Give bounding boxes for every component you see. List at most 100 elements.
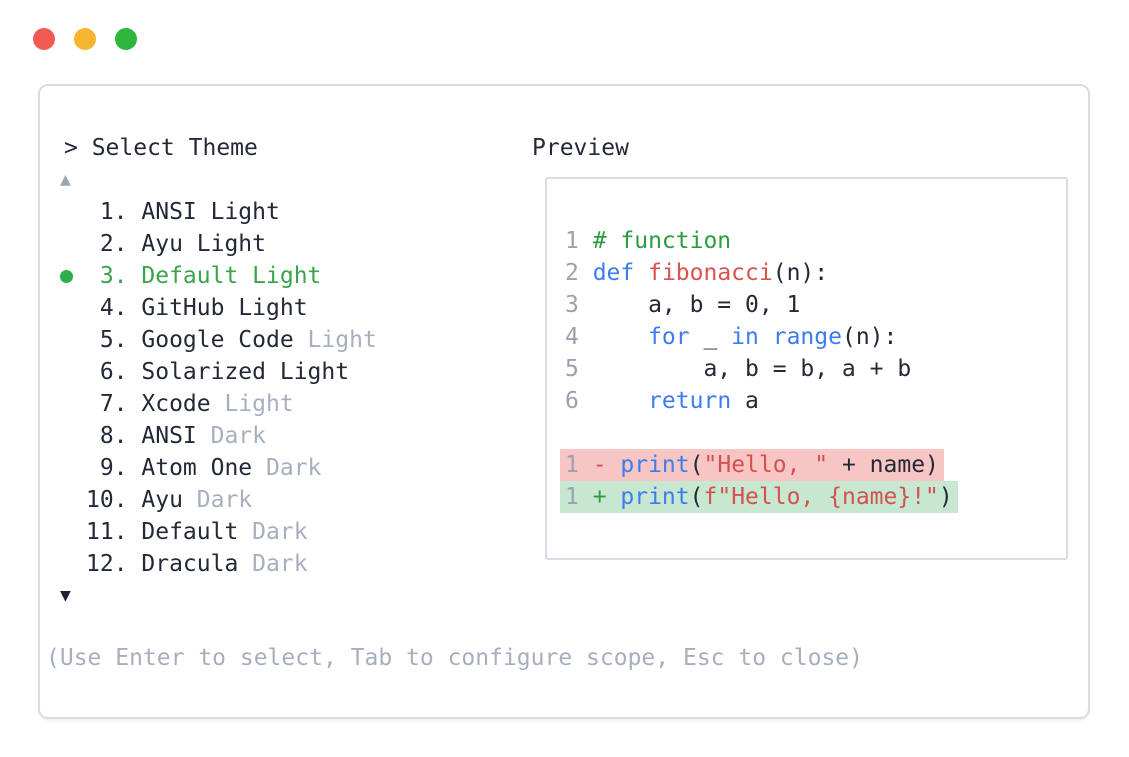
theme-item-label: ANSI Dark [141, 420, 266, 452]
code-line: 5 a, b = b, a + b [565, 353, 1066, 385]
theme-variant: Dark [238, 551, 308, 577]
code-token-plain: ) [938, 484, 953, 510]
code-line-number: 3 [565, 292, 593, 318]
code-token-plain: a, b = b, a + b [592, 356, 912, 382]
theme-list-item[interactable]: 4.GitHub Light [40, 292, 532, 324]
code-token-keyword: range [772, 324, 842, 350]
scroll-up-indicator-icon[interactable]: ▲ [60, 169, 71, 190]
theme-list-item[interactable]: 11. Default Dark [40, 516, 532, 548]
code-token-plain: a [731, 388, 759, 414]
code-token-string: "Hello, " [703, 452, 829, 478]
theme-item-number: 5. [99, 327, 128, 353]
theme-list-item[interactable]: 7.Xcode Light [40, 388, 532, 420]
code-token-plain: + name) [828, 452, 939, 478]
theme-list-item[interactable]: 1. ANSI Light [40, 196, 532, 228]
diff-highlight-removed: 1 - print("Hello, " + name) [560, 449, 944, 481]
code-token-plain [593, 324, 648, 350]
theme-list-column: > Select Theme ▲ 1. ANSI Light 2. Ayu Light… [40, 132, 863, 674]
code-token-plain [759, 324, 773, 350]
zoom-button[interactable] [115, 28, 137, 50]
scroll-down-row: ▼ [40, 580, 532, 612]
scroll-down-indicator-icon[interactable]: ▼ [60, 585, 71, 606]
theme-variant: Dark [196, 423, 267, 449]
selection-marker [60, 196, 86, 228]
theme-name: ANSI [141, 423, 197, 449]
code-token-plain: _ [689, 324, 732, 350]
theme-name: GitHub [141, 295, 225, 321]
theme-list-item[interactable]: 12. Dracula Dark [40, 548, 532, 580]
code-line-number: 4 [565, 324, 593, 350]
code-line-number: 6 [565, 388, 593, 414]
theme-variant: Light [238, 263, 322, 289]
diff-highlight-added: 1 + print(f"Hello, {name}!") [560, 481, 958, 513]
selection-marker [60, 292, 86, 324]
select-theme-prompt: > Select Theme [64, 135, 258, 161]
theme-name: Default [141, 263, 239, 289]
code-token-keyword: for [648, 324, 690, 350]
code-token-keyword: print [620, 484, 690, 510]
code-line-number: 1 [565, 228, 593, 254]
theme-item-number: 12. [86, 551, 128, 577]
close-button[interactable] [33, 28, 55, 50]
theme-item-label: Google Code Light [141, 324, 376, 356]
code-line-number: 5 [565, 356, 593, 382]
theme-variant: Dark [252, 455, 322, 481]
diff-plus-sign: + [592, 484, 621, 510]
theme-item-label: Default Dark [141, 516, 307, 548]
theme-item-number: 8. [99, 423, 128, 449]
theme-item-label: Solarized Light [141, 356, 349, 388]
selection-marker [60, 516, 86, 548]
code-token-keyword: print [620, 452, 690, 478]
theme-variant: Light [196, 199, 280, 225]
theme-name: Google Code [141, 327, 294, 353]
theme-item-number: 1. [99, 199, 128, 225]
theme-variant: Light [293, 327, 377, 353]
theme-list-item[interactable]: 10.Ayu Dark [40, 484, 532, 516]
code-token-keyword: return [648, 388, 732, 414]
code-line: 2 def fibonacci(n): [565, 257, 1066, 289]
selection-marker [60, 228, 86, 260]
code-line: 3 a, b = 0, 1 [565, 289, 1066, 321]
theme-list-item[interactable]: 8. ANSI Dark [40, 420, 532, 452]
code-line: 1 # function [565, 225, 1066, 257]
theme-list-item[interactable]: 2. Ayu Light [40, 228, 532, 260]
code-token-plain: (n): [841, 324, 898, 350]
code-token-keyword: in [731, 324, 759, 350]
theme-name: Dracula [141, 551, 239, 577]
selection-marker [60, 356, 86, 388]
theme-list-item[interactable]: 3.Default Light [40, 260, 532, 292]
code-line: 6 return a [565, 385, 1066, 417]
diff-lines: 1 - print("Hello, " + name)1 + print(f"H… [560, 449, 1066, 513]
theme-name: Solarized [141, 359, 266, 385]
theme-item-number: 6. [99, 359, 128, 385]
code-line: 4 for _ in range(n): [565, 321, 1066, 353]
theme-item-label: Atom One Dark [141, 452, 321, 484]
theme-variant: Light [224, 295, 308, 321]
selected-dot-icon [60, 269, 73, 283]
theme-name: Xcode [141, 391, 211, 417]
code-token-plain: ( [689, 484, 704, 510]
theme-list-item[interactable]: 9.Atom One Dark [40, 452, 532, 484]
window-controls [33, 28, 137, 50]
selection-marker [60, 452, 86, 484]
theme-list-item[interactable]: 6. Solarized Light [40, 356, 532, 388]
diff-line-number: 1 [565, 452, 593, 478]
diff-line-added: 1 + print(f"Hello, {name}!") [560, 481, 1066, 513]
selection-marker [60, 388, 86, 420]
theme-item-number: 2. [99, 231, 128, 257]
theme-item-number: 11. [86, 519, 128, 545]
theme-variant: Light [182, 231, 267, 257]
selection-marker [60, 548, 86, 580]
theme-item-label: GitHub Light [141, 292, 307, 324]
code-token-plain: ( [689, 452, 704, 478]
code-token-plain [593, 388, 648, 414]
minimize-button[interactable] [74, 28, 96, 50]
selection-marker [60, 484, 86, 516]
preview-title: Preview [532, 135, 629, 161]
theme-item-label: Ayu Light [141, 228, 266, 260]
theme-name: ANSI [141, 199, 197, 225]
theme-list-item[interactable]: 5. Google Code Light [40, 324, 532, 356]
